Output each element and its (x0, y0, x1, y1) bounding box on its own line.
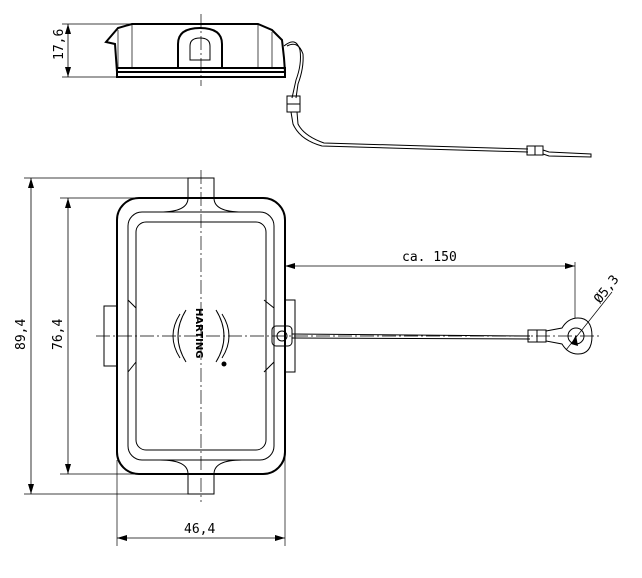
front-view-ring-terminal (545, 317, 593, 355)
side-view-cable-loop (283, 41, 301, 99)
ring-diameter-label: Ø5,3 (591, 273, 622, 307)
front-view-cable (291, 333, 531, 337)
inner-length-label: 76,4 (51, 319, 66, 350)
side-view-latch (177, 26, 223, 68)
side-view: 17,6 (52, 14, 592, 158)
side-view-latch-slot (189, 37, 211, 61)
front-view-bottom-tab (187, 474, 215, 495)
overall-length-label: 89,4 (14, 319, 29, 350)
logo-text: HARTING (193, 308, 204, 358)
side-view-cable (290, 111, 529, 153)
front-view: HARTING Ø5,3 ca. 150 89,4 (14, 170, 622, 546)
cable-length-label: ca. 150 (402, 250, 457, 265)
height-dimension-label: 17,6 (52, 29, 67, 60)
side-view-body (104, 23, 287, 73)
side-view-terminal-tab (542, 149, 592, 158)
width-label: 46,4 (184, 522, 215, 537)
side-view-contours (117, 24, 273, 68)
